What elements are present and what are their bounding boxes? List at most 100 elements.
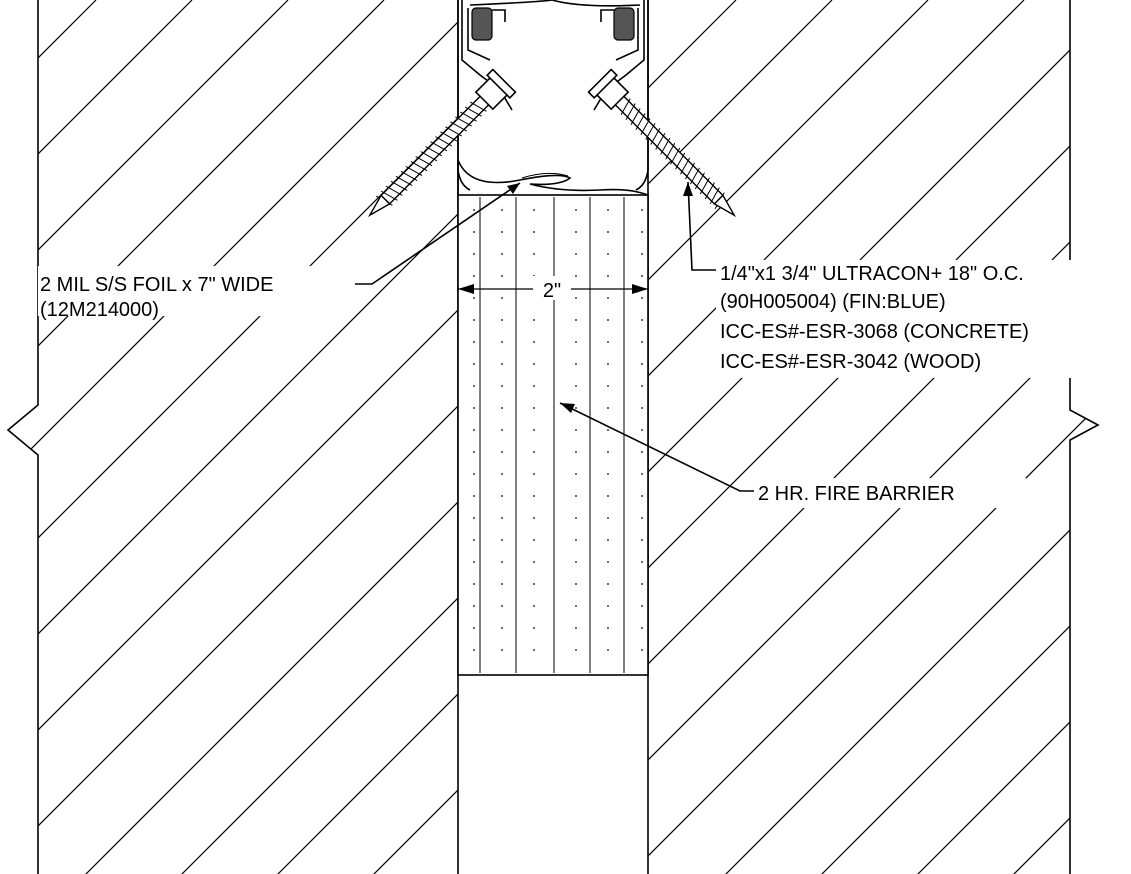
- barrier-fiber-dot: [641, 297, 643, 299]
- barrier-fiber-dot: [501, 495, 503, 497]
- screw-thread: [400, 170, 418, 181]
- screw-thread: [460, 111, 477, 122]
- screw-thread: [430, 141, 448, 152]
- barrier-fiber-dot: [533, 341, 535, 343]
- barrier-fiber-dot: [533, 627, 535, 629]
- barrier-fiber-dot: [641, 363, 643, 365]
- barrier-fiber-dot: [501, 539, 503, 541]
- barrier-fiber-dot: [641, 539, 643, 541]
- screw-thread: [650, 127, 661, 145]
- barrier-fiber-dot: [501, 451, 503, 453]
- barrier-fiber-dot: [575, 209, 577, 211]
- screw-leader-arrow: [683, 182, 693, 196]
- screw-thread: [425, 146, 443, 157]
- hatch-line: [795, 0, 1098, 874]
- barrier-fiber-dot: [607, 407, 609, 409]
- barrier-fiber-dot: [501, 319, 503, 321]
- hatch-line: [648, 0, 1025, 874]
- hatch-line: [699, 0, 1098, 874]
- screw-thread: [405, 165, 423, 177]
- barrier-callout: 2 HR. FIRE BARRIER: [756, 478, 1026, 508]
- barrier-fiber-dot: [575, 341, 577, 343]
- hatch-line: [8, 0, 385, 874]
- barrier-fiber-dot: [501, 209, 503, 211]
- right-anchor-screw: [587, 68, 737, 218]
- barrier-fiber-dot: [575, 605, 577, 607]
- barrier-fiber-dot: [607, 517, 609, 519]
- barrier-fiber-dot: [501, 561, 503, 563]
- barrier-fiber-dot: [607, 605, 609, 607]
- barrier-fiber-dot: [501, 297, 503, 299]
- screw-thread: [665, 142, 676, 160]
- barrier-fiber-dot: [607, 385, 609, 387]
- barrier-fiber-dot: [533, 429, 535, 431]
- barrier-fiber-dot: [641, 209, 643, 211]
- foil-callout: 2 MIL S/S FOIL x 7" WIDE (12M214000): [38, 266, 354, 321]
- hatch-line: [8, 0, 289, 874]
- screw-thread: [699, 177, 710, 195]
- barrier-fiber-dot: [575, 275, 577, 277]
- barrier-fiber-dot: [501, 253, 503, 255]
- screw-thread: [709, 187, 720, 205]
- barrier-fiber-dot: [575, 495, 577, 497]
- barrier-fiber-dot: [473, 539, 475, 541]
- barrier-fiber-dot: [641, 627, 643, 629]
- screw-callout-line2: (90H005004) (FIN:BLUE): [720, 291, 946, 313]
- hatch-line: [732, 0, 1131, 874]
- barrier-fiber-dot: [607, 495, 609, 497]
- hatch-line: [648, 0, 1098, 874]
- barrier-fiber-dot: [607, 319, 609, 321]
- barrier-fiber-dot: [607, 583, 609, 585]
- barrier-fiber-dot: [533, 605, 535, 607]
- barrier-fiber-dot: [607, 363, 609, 365]
- barrier-fiber-dot: [533, 495, 535, 497]
- screw-callout-line4: ICC-ES#-ESR-3042 (WOOD): [720, 351, 981, 373]
- screw-thread: [445, 126, 462, 137]
- barrier-fiber-dot: [607, 253, 609, 255]
- barrier-fiber-dot: [533, 649, 535, 651]
- hatch-line: [648, 0, 929, 874]
- barrier-fiber-dot: [533, 539, 535, 541]
- barrier-fiber-dot: [533, 385, 535, 387]
- barrier-fiber-dot: [575, 253, 577, 255]
- screw-thread: [640, 118, 651, 135]
- barrier-fiber-dot: [607, 473, 609, 475]
- barrier-fiber-dot: [533, 253, 535, 255]
- barrier-fiber-dot: [501, 341, 503, 343]
- hatch-line: [828, 0, 1131, 874]
- screw-thread: [675, 152, 686, 170]
- barrier-fiber-dot: [533, 517, 535, 519]
- barrier-fiber-dot: [607, 341, 609, 343]
- screw-thread: [385, 185, 403, 196]
- hatch-line: [1083, 0, 1098, 874]
- hatch-line: [648, 0, 833, 874]
- barrier-fiber-dot: [575, 649, 577, 651]
- screw-thread: [380, 190, 398, 201]
- barrier-fiber-dot: [641, 649, 643, 651]
- barrier-fiber-dot: [473, 407, 475, 409]
- hatch-line: [648, 0, 1098, 874]
- barrier-fiber-dot: [575, 231, 577, 233]
- screw-thread: [625, 103, 636, 120]
- screw-callout-line3: ICC-ES#-ESR-3068 (CONCRETE): [720, 321, 1029, 343]
- barrier-fiber-dot: [575, 297, 577, 299]
- barrier-fiber-dot: [501, 473, 503, 475]
- screw-thread: [630, 108, 641, 125]
- barrier-fiber-dot: [607, 627, 609, 629]
- foil-callout-line1: 2 MIL S/S FOIL x 7" WIDE: [40, 274, 273, 296]
- hatch-line: [155, 0, 458, 874]
- barrier-fiber-dot: [533, 407, 535, 409]
- screw-thread: [415, 156, 433, 167]
- barrier-fiber-dot: [641, 319, 643, 321]
- barrier-fiber-dot: [607, 649, 609, 651]
- barrier-fiber-dot: [607, 297, 609, 299]
- hatch-line: [891, 0, 1098, 874]
- barrier-fiber-dot: [607, 231, 609, 233]
- barrier-fiber-dot: [473, 363, 475, 365]
- barrier-fiber-dot: [533, 561, 535, 563]
- barrier-fiber-dot: [575, 517, 577, 519]
- barrier-fiber-dot: [641, 253, 643, 255]
- hatch-line: [987, 0, 1098, 874]
- barrier-fiber-dot: [501, 605, 503, 607]
